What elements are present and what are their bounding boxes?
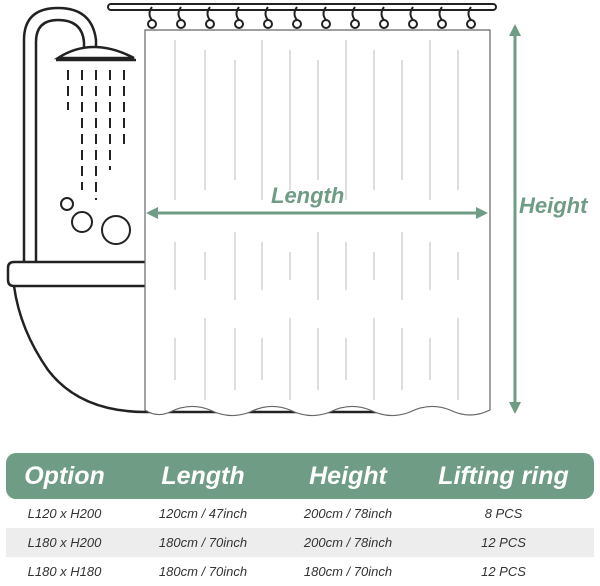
- curtain-ring: [292, 19, 302, 29]
- cell-lifting-ring: 12 PCS: [413, 528, 594, 557]
- cell-length: 180cm / 70inch: [158, 564, 248, 579]
- curtain-hook: [264, 6, 269, 21]
- curtain-ring: [147, 19, 157, 29]
- cell-option: L120 x H200: [27, 506, 102, 521]
- table-row: L180 x H180 180cm / 70inch 180cm / 70inc…: [6, 557, 594, 586]
- table-row: L180 x H200 180cm / 70inch 200cm / 78inc…: [6, 528, 594, 557]
- shower-head-icon: [22, 6, 136, 262]
- curtain-hook: [206, 6, 211, 21]
- table-header-row: Option Length Height Lifting ring: [6, 453, 594, 499]
- cell-length: 120cm / 47inch: [158, 506, 248, 521]
- size-spec-table: Option Length Height Lifting ring L120 x…: [6, 453, 594, 586]
- curtain-folds: [174, 40, 459, 400]
- header-length: Length: [123, 453, 283, 499]
- curtain-rod-icon: [107, 3, 497, 11]
- water-drops-icon: [67, 70, 125, 200]
- curtain-ring: [466, 19, 476, 29]
- curtain-ring: [437, 19, 447, 29]
- curtain-hook: [322, 6, 327, 21]
- height-label: Height: [519, 193, 588, 218]
- cell-lifting-ring: 12 PCS: [481, 564, 526, 579]
- curtain-ring: [379, 19, 389, 29]
- curtain-hook: [177, 6, 182, 21]
- cell-lifting-ring: 8 PCS: [484, 506, 523, 521]
- curtain-hook: [438, 6, 443, 21]
- header-option: Option: [6, 453, 123, 499]
- curtain-ring: [205, 19, 215, 29]
- header-lifting-ring: Lifting ring: [413, 453, 594, 499]
- bubbles-icon: [60, 197, 131, 245]
- cell-height: 200cm / 78inch: [303, 506, 393, 521]
- header-height: Height: [283, 453, 413, 499]
- curtain-ring: [350, 19, 360, 29]
- length-arrow-icon: [146, 207, 488, 219]
- curtain-hook: [409, 6, 414, 21]
- curtain-hook: [148, 6, 153, 21]
- table-row: L120 x H200 120cm / 47inch 200cm / 78inc…: [6, 499, 594, 528]
- cell-height: 180cm / 70inch: [303, 564, 393, 579]
- curtain-hook: [351, 6, 356, 21]
- curtain-ring: [321, 19, 331, 29]
- curtain-icon: [144, 29, 491, 417]
- shower-curtain-illustration: [6, 3, 521, 417]
- curtain-ring: [408, 19, 418, 29]
- cell-option: L180 x H200: [6, 528, 123, 557]
- curtain-rings-icon: [147, 6, 476, 29]
- curtain-ring: [234, 19, 244, 29]
- curtain-hook: [380, 6, 385, 21]
- curtain-hook: [235, 6, 240, 21]
- curtain-hook: [467, 6, 472, 21]
- height-arrow-icon: [509, 24, 521, 414]
- curtain-ring: [176, 19, 186, 29]
- length-label: Length: [271, 183, 345, 208]
- curtain-ring: [263, 19, 273, 29]
- cell-option: L180 x H180: [27, 564, 102, 579]
- cell-length: 180cm / 70inch: [123, 528, 283, 557]
- cell-height: 200cm / 78inch: [283, 528, 413, 557]
- curtain-hook: [293, 6, 298, 21]
